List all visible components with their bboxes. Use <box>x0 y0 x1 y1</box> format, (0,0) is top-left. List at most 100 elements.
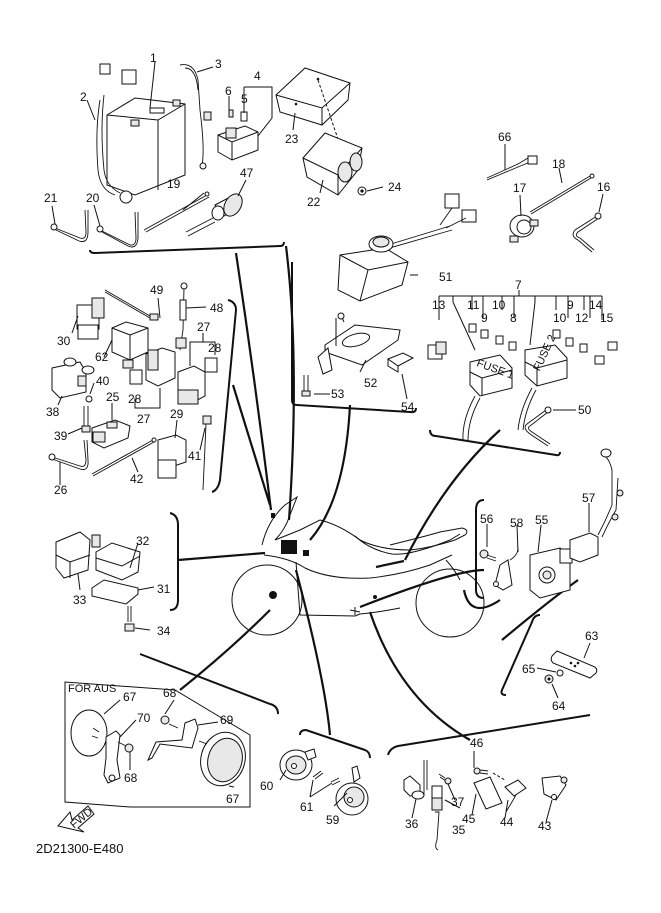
callout-5[interactable]: 5 <box>241 92 248 106</box>
nut-68b-part[interactable] <box>160 715 179 729</box>
callout-69[interactable]: 69 <box>220 713 234 727</box>
reflector-67b-part[interactable] <box>195 727 251 791</box>
callout-35[interactable]: 35 <box>452 823 466 837</box>
harness-57-part[interactable] <box>569 448 624 563</box>
callout-61[interactable]: 61 <box>300 800 314 814</box>
resistor-41-part[interactable] <box>202 415 212 491</box>
callout-15[interactable]: 15 <box>600 311 614 325</box>
callout-13[interactable]: 13 <box>432 298 446 312</box>
callout-10b[interactable]: 10 <box>553 311 567 325</box>
fuse-part[interactable] <box>240 111 248 122</box>
ground-lead-20-part[interactable] <box>96 211 139 248</box>
bracket-52-part[interactable] <box>317 312 401 375</box>
bracket-58-part[interactable] <box>493 547 519 591</box>
callout-66[interactable]: 66 <box>498 130 512 144</box>
relay-62-part[interactable] <box>111 321 149 369</box>
callout-50[interactable]: 50 <box>578 403 592 417</box>
washer-40-part[interactable] <box>85 395 93 403</box>
callout-8[interactable]: 8 <box>510 311 517 325</box>
callout-20[interactable]: 20 <box>86 191 100 205</box>
lead-50-part[interactable] <box>524 406 552 447</box>
callout-12[interactable]: 12 <box>575 311 589 325</box>
bracket-70-part[interactable] <box>103 730 121 784</box>
tab-54-part[interactable] <box>386 352 415 373</box>
horn-59-part[interactable] <box>335 765 369 816</box>
sensor-55-part[interactable] <box>529 547 573 599</box>
callout-16[interactable]: 16 <box>597 180 611 194</box>
callout-14[interactable]: 14 <box>589 298 603 312</box>
bolt-part[interactable] <box>228 109 234 118</box>
connector-28-part[interactable] <box>129 357 218 385</box>
callout-3[interactable]: 3 <box>215 57 222 71</box>
relay-30-part[interactable] <box>76 297 105 340</box>
bolts-61-part[interactable] <box>312 770 341 786</box>
callout-28b[interactable]: 28 <box>128 392 142 406</box>
callout-58[interactable]: 58 <box>510 516 524 530</box>
reflector-67a-part[interactable] <box>70 709 108 757</box>
callout-38[interactable]: 38 <box>46 405 60 419</box>
callout-57[interactable]: 57 <box>582 491 596 505</box>
callout-7[interactable]: 7 <box>515 278 522 292</box>
callout-2[interactable]: 2 <box>80 90 87 104</box>
plate-45-part[interactable] <box>473 776 503 810</box>
cover-part[interactable] <box>275 67 351 126</box>
washer-65-part[interactable] <box>556 669 564 677</box>
callout-68b[interactable]: 68 <box>124 771 138 785</box>
callout-52[interactable]: 52 <box>364 376 378 390</box>
callout-59[interactable]: 59 <box>326 813 340 827</box>
callout-22[interactable]: 22 <box>307 195 321 209</box>
callout-62[interactable]: 62 <box>95 350 109 364</box>
callout-37[interactable]: 37 <box>451 795 465 809</box>
band-18-part[interactable] <box>529 173 595 215</box>
callout-27a[interactable]: 27 <box>197 320 211 334</box>
callout-4[interactable]: 4 <box>254 69 261 83</box>
callout-64[interactable]: 64 <box>552 699 566 713</box>
lead-49-part[interactable] <box>104 289 159 321</box>
callout-21[interactable]: 21 <box>44 191 58 205</box>
bolt-53-part[interactable] <box>301 375 311 397</box>
fuse-box-51-part[interactable] <box>337 235 409 302</box>
callout-48[interactable]: 48 <box>210 301 224 315</box>
cover-33-part[interactable] <box>55 531 101 579</box>
bracket-36-part[interactable] <box>403 775 425 800</box>
callout-26[interactable]: 26 <box>54 483 68 497</box>
band-part[interactable] <box>143 194 208 231</box>
callout-47[interactable]: 47 <box>240 166 254 180</box>
bracket-69-part[interactable] <box>146 718 199 762</box>
callout-46[interactable]: 46 <box>470 736 484 750</box>
switch-43-part[interactable] <box>541 775 568 801</box>
callout-1[interactable]: 1 <box>150 51 157 65</box>
starter-relay-part[interactable] <box>217 125 259 161</box>
callout-27b[interactable]: 27 <box>137 412 151 426</box>
callout-65[interactable]: 65 <box>522 662 536 676</box>
callout-29[interactable]: 29 <box>170 407 184 421</box>
callout-70[interactable]: 70 <box>137 711 151 725</box>
power-socket-part[interactable] <box>185 191 246 237</box>
callout-63[interactable]: 63 <box>585 629 599 643</box>
bolt-46-part[interactable] <box>473 767 489 775</box>
blade-fuses-part[interactable] <box>468 323 618 365</box>
callout-56[interactable]: 56 <box>480 512 494 526</box>
lead-16-part[interactable] <box>572 212 602 253</box>
nut-68a-part[interactable] <box>117 741 134 753</box>
fuse-box-2-part[interactable]: FUSE 2 <box>524 333 568 387</box>
callout-67a[interactable]: 67 <box>123 690 137 704</box>
relay-38-part[interactable] <box>51 357 95 399</box>
fuse-holder-48-part[interactable] <box>175 282 188 351</box>
callout-23[interactable]: 23 <box>285 132 299 146</box>
bolt-56-part[interactable] <box>479 549 497 562</box>
reflector-63-part[interactable] <box>550 650 598 679</box>
callout-6[interactable]: 6 <box>225 84 232 98</box>
lead-26-part[interactable] <box>48 439 89 471</box>
callout-67b[interactable]: 67 <box>226 792 240 806</box>
control-unit-part[interactable] <box>302 132 363 196</box>
callout-9a[interactable]: 9 <box>481 311 488 325</box>
clamp-17-part[interactable] <box>509 214 539 243</box>
diode-25-part[interactable] <box>91 419 131 449</box>
callout-31[interactable]: 31 <box>157 582 171 596</box>
horn-60-part[interactable] <box>279 748 317 781</box>
callout-55[interactable]: 55 <box>535 513 549 527</box>
callout-40[interactable]: 40 <box>96 374 110 388</box>
callout-51[interactable]: 51 <box>439 270 453 284</box>
base-31-part[interactable] <box>91 579 139 605</box>
